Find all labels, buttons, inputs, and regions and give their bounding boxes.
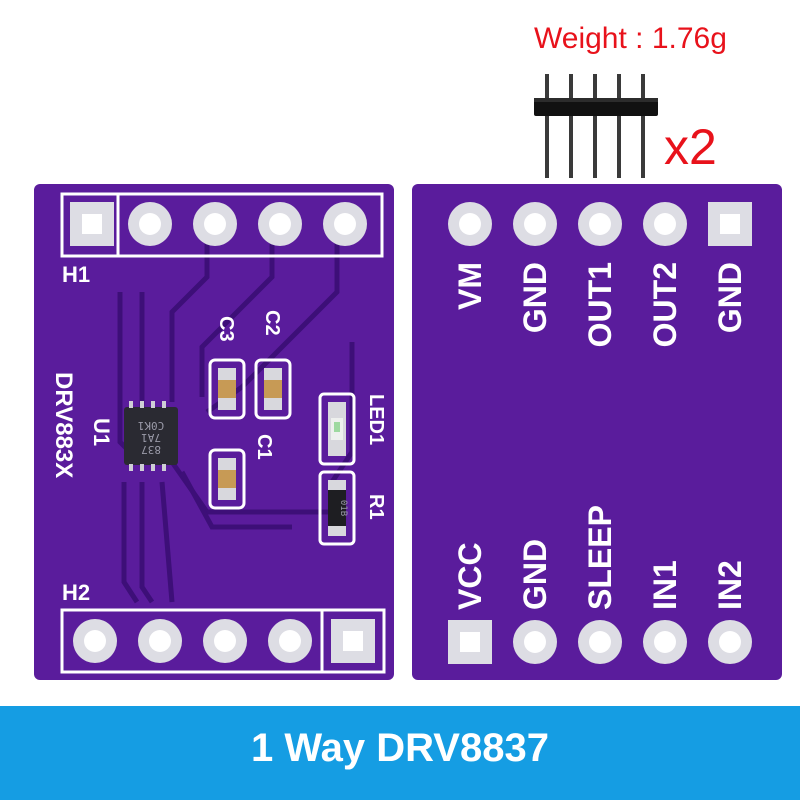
- front-board: 837 7A1 C0K1 01B H1 H2 DRV883X U1 C3 C2 …: [34, 184, 394, 680]
- label-r1: R1: [365, 494, 387, 520]
- label-h2: H2: [62, 580, 90, 605]
- capacitor-c2: [254, 358, 292, 420]
- back-top-pads: [448, 202, 752, 246]
- h1-pads: [70, 202, 367, 246]
- back-board: VM GND OUT1 OUT2 GND VCC GND SLEEP IN1 I…: [412, 184, 782, 680]
- label-h1: H1: [62, 262, 90, 287]
- h1-outline: [60, 192, 384, 258]
- resistor-r1: [318, 470, 356, 546]
- back-label-gnd-bottom: GND: [517, 539, 553, 610]
- back-label-gnd-top-1: GND: [517, 262, 553, 333]
- h2-outline: [60, 608, 386, 674]
- chip-marking-line-2: 7A1: [141, 431, 161, 444]
- label-c2: C2: [261, 310, 283, 336]
- chip-marking-line-3: C0K1: [138, 419, 165, 432]
- capacitor-c3: [208, 358, 246, 420]
- back-board-pcb: [412, 184, 782, 680]
- footer-title: 1 Way DRV8837: [251, 726, 549, 770]
- label-u1: U1: [89, 418, 114, 446]
- pin-header-body: [534, 98, 658, 116]
- label-c3: C3: [215, 316, 237, 342]
- back-label-vm: VM: [452, 262, 488, 310]
- quantity-label: x2: [664, 119, 717, 175]
- back-label-out1: OUT1: [582, 262, 618, 347]
- led1: [318, 392, 356, 466]
- footer-banner: [0, 706, 800, 800]
- label-c1: C1: [253, 434, 275, 460]
- back-label-out2: OUT2: [647, 262, 683, 347]
- label-led1: LED1: [365, 394, 387, 445]
- weight-label: Weight : 1.76g: [534, 22, 727, 55]
- back-label-in2: IN2: [712, 560, 748, 610]
- resistor-marking: 01B: [338, 500, 348, 516]
- back-bottom-pads: [448, 620, 752, 664]
- capacitor-c1: [208, 448, 246, 510]
- back-label-gnd-top-2: GND: [712, 262, 748, 333]
- chip-marking-line-1: 837: [141, 443, 161, 456]
- back-label-sleep: SLEEP: [582, 505, 618, 610]
- pin-header-image: [534, 74, 658, 178]
- back-label-vcc: VCC: [452, 542, 488, 610]
- pin-header-pins: [545, 74, 645, 178]
- chip-u1: [124, 401, 178, 471]
- label-drv883x: DRV883X: [50, 372, 77, 478]
- h2-pads: [73, 619, 375, 663]
- back-label-in1: IN1: [647, 560, 683, 610]
